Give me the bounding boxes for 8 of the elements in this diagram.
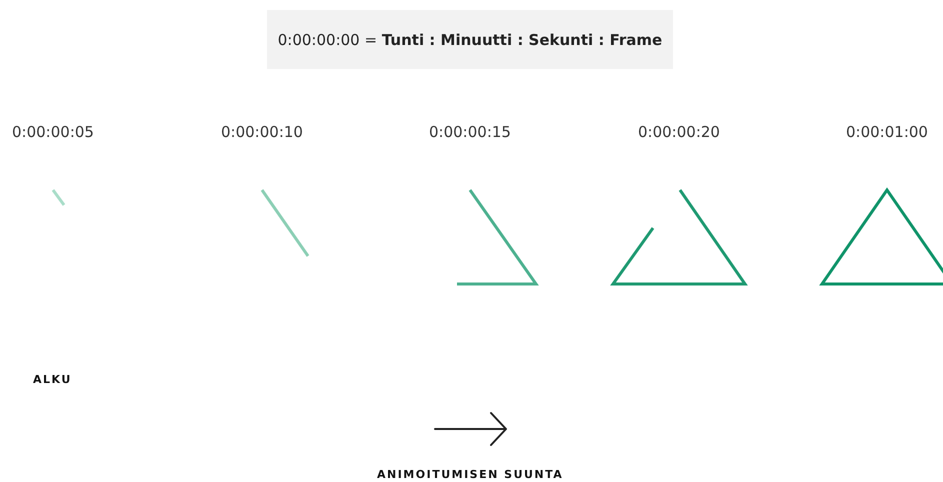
timecode: 0:00:00:20 [638,123,720,141]
timecode-formula: 0:00:00:00 = Tunti : Minuutti : Sekunti : Frame [278,30,662,48]
direction-label: ANIMOITUMISEN SUUNTA [377,468,564,481]
timecode: 0:00:01:00 [846,123,928,141]
timecode: 0:00:00:15 [429,123,511,141]
timecode: 0:00:00:10 [221,123,303,141]
start-label: ALKU [33,373,72,386]
timecode: 0:00:00:05 [12,123,94,141]
